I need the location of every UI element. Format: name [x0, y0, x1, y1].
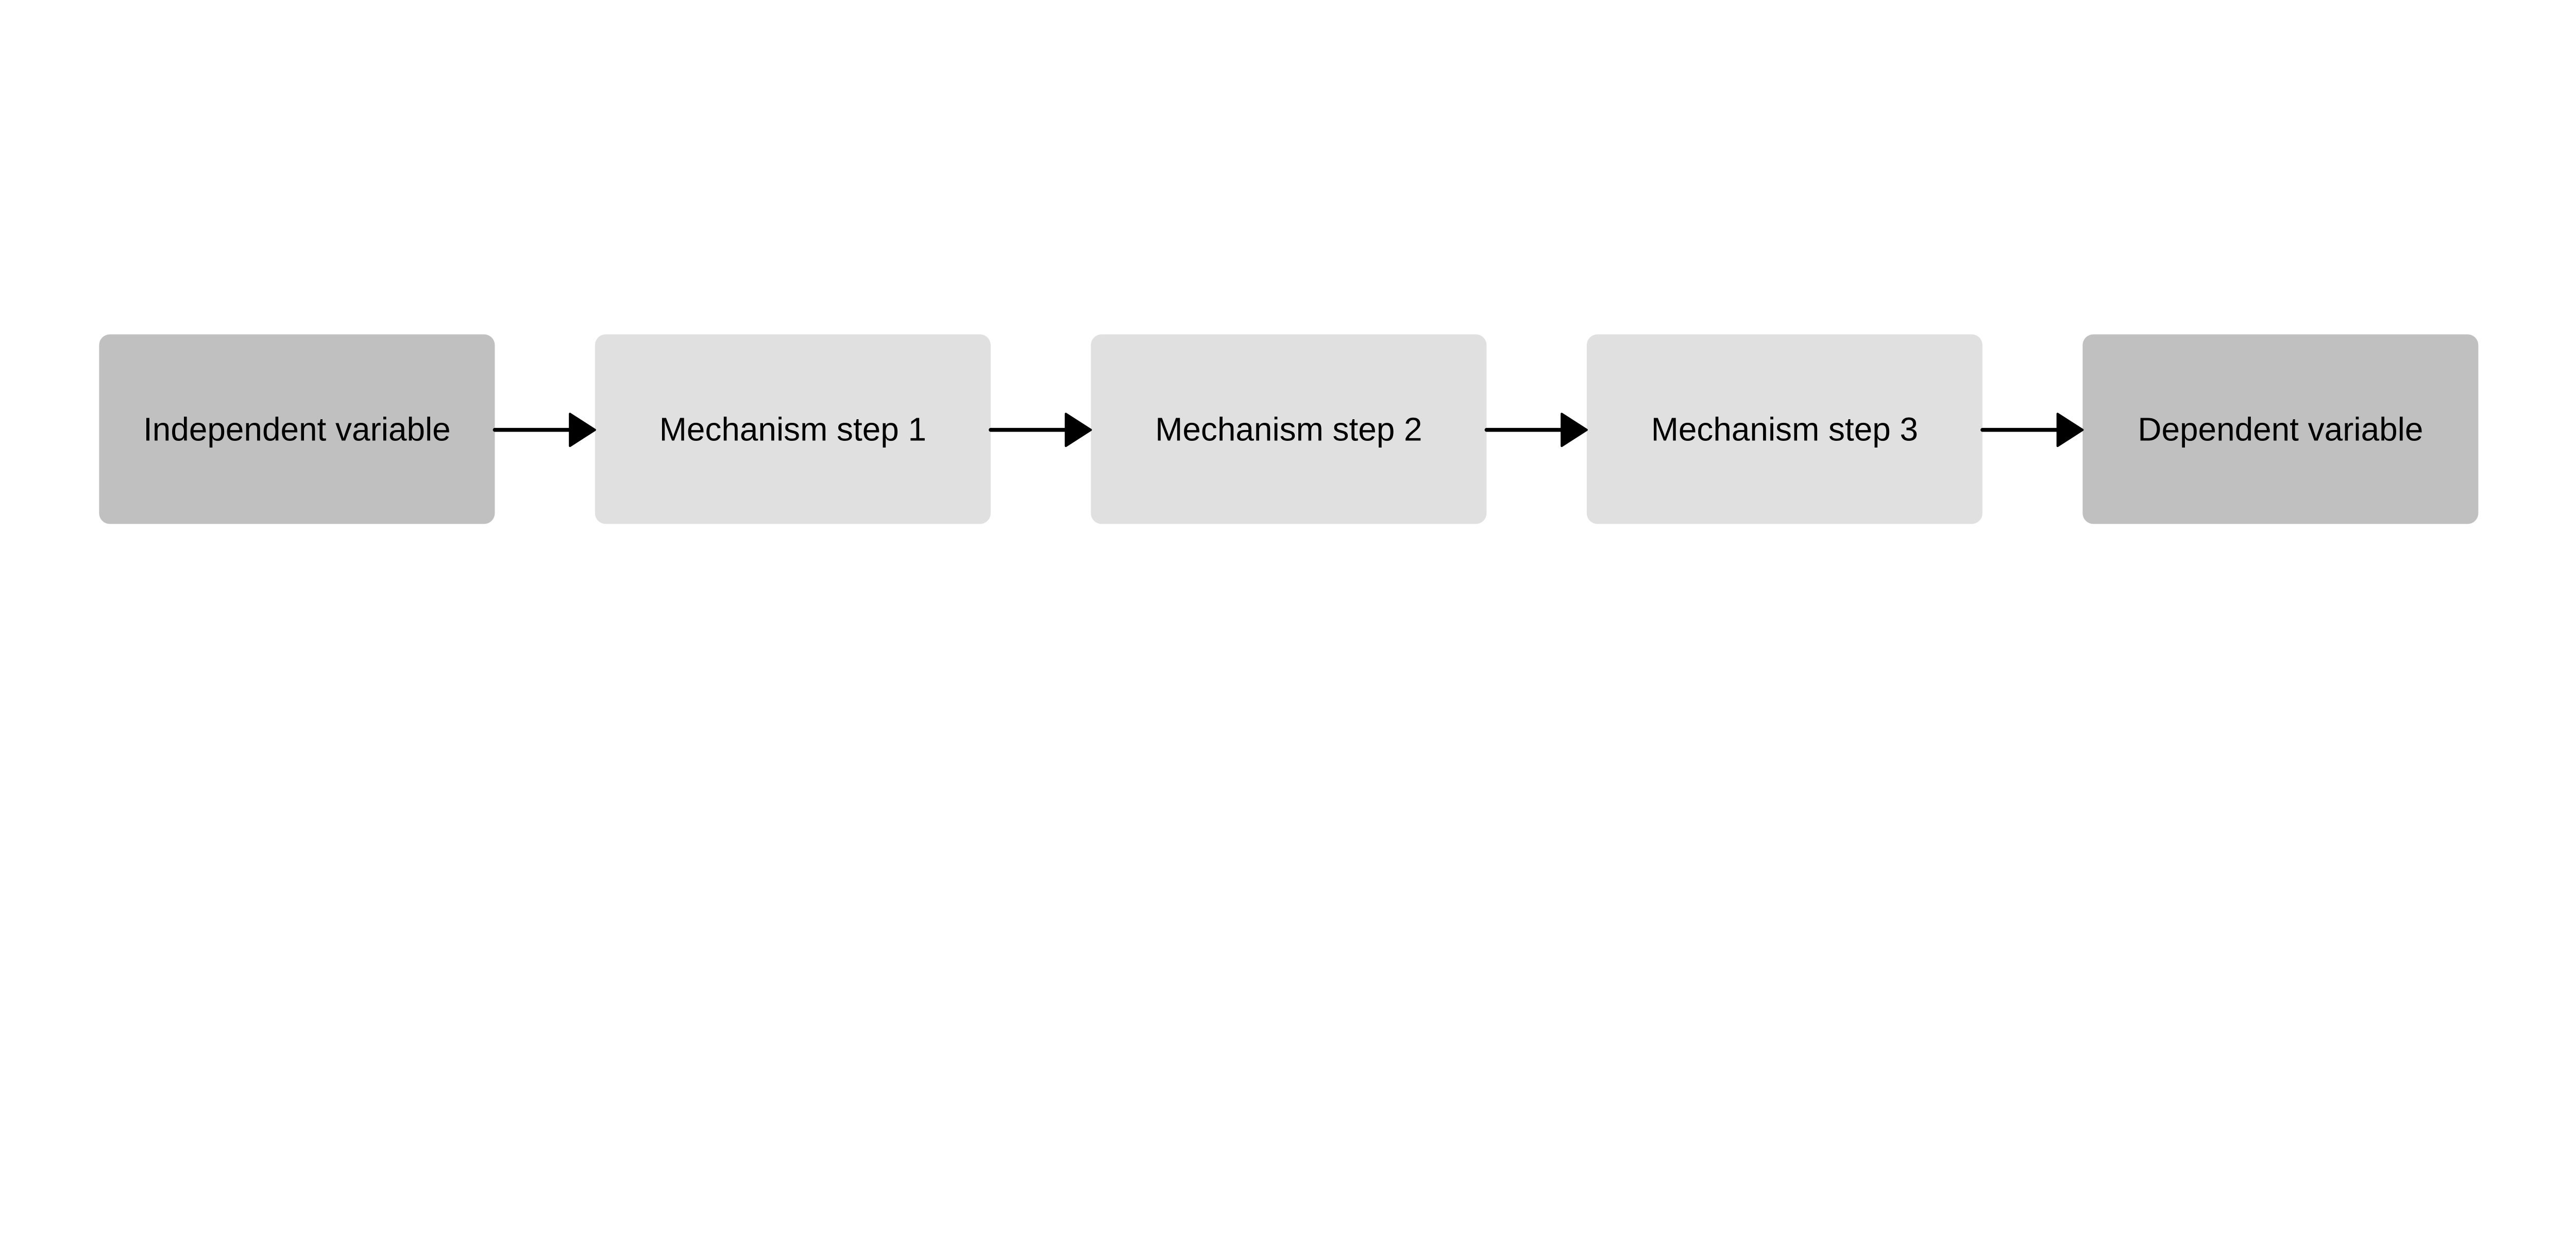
arrowhead-icon — [569, 413, 596, 448]
node-m2: Mechanism step 2 — [1091, 334, 1487, 524]
node-m3: Mechanism step 3 — [1586, 334, 1982, 524]
arrow-m3-dv — [1980, 413, 2084, 448]
flow-diagram: Independent variable Mechanism step 1 Mech… — [99, 334, 2479, 524]
arrow-m2-m3 — [1484, 413, 1588, 448]
arrowhead-icon — [1064, 413, 1092, 448]
node-box — [99, 334, 495, 524]
arrow-iv-m1 — [493, 413, 596, 448]
arrowhead-icon — [1561, 413, 1588, 448]
node-box — [1586, 334, 1982, 524]
node-label: Mechanism step 2 — [1155, 410, 1422, 448]
node-box — [1091, 334, 1487, 524]
node-label: Dependent variable — [2138, 410, 2423, 448]
node-label: Mechanism step 3 — [1651, 410, 1918, 448]
node-box — [2082, 334, 2479, 524]
node-label: Mechanism step 1 — [659, 410, 926, 448]
node-dv: Dependent variable — [2082, 334, 2479, 524]
node-iv: Independent variable — [99, 334, 495, 524]
arrowhead-icon — [2056, 413, 2084, 448]
node-box — [595, 334, 991, 524]
arrow-m1-m2 — [989, 413, 1092, 448]
node-label: Independent variable — [143, 410, 451, 448]
node-m1: Mechanism step 1 — [595, 334, 991, 524]
